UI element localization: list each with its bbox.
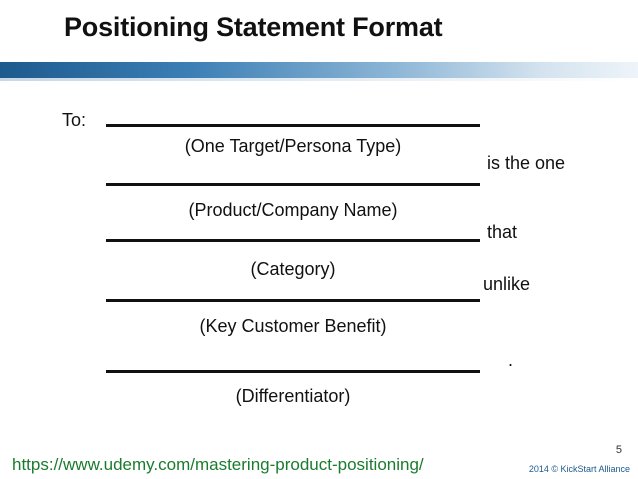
connector-is-the-one: is the one bbox=[487, 153, 566, 173]
blank-line-differentiator bbox=[106, 370, 480, 373]
connector-period: . bbox=[508, 350, 514, 370]
caption-product: (Product/Company Name) bbox=[188, 200, 398, 220]
caption-differentiator: (Differentiator) bbox=[235, 386, 351, 406]
header-banner bbox=[0, 62, 638, 78]
slide-title: Positioning Statement Format bbox=[64, 12, 443, 42]
blank-line-target bbox=[106, 124, 480, 127]
copyright-notice: 2014 © KickStart Alliance bbox=[528, 464, 630, 474]
footer-url-link[interactable]: https://www.udemy.com/mastering-product-… bbox=[12, 455, 424, 474]
header-divider bbox=[0, 78, 638, 81]
blank-line-product bbox=[106, 183, 480, 186]
caption-target: (One Target/Persona Type) bbox=[184, 136, 402, 156]
caption-category: (Category) bbox=[250, 259, 336, 279]
blank-line-category bbox=[106, 239, 480, 242]
caption-benefit: (Key Customer Benefit) bbox=[199, 316, 387, 336]
page-number: 5 bbox=[615, 444, 622, 456]
blank-line-benefit bbox=[106, 299, 480, 302]
connector-that: that bbox=[487, 222, 518, 242]
connector-unlike: unlike bbox=[483, 274, 531, 294]
to-label: To: bbox=[62, 110, 87, 130]
